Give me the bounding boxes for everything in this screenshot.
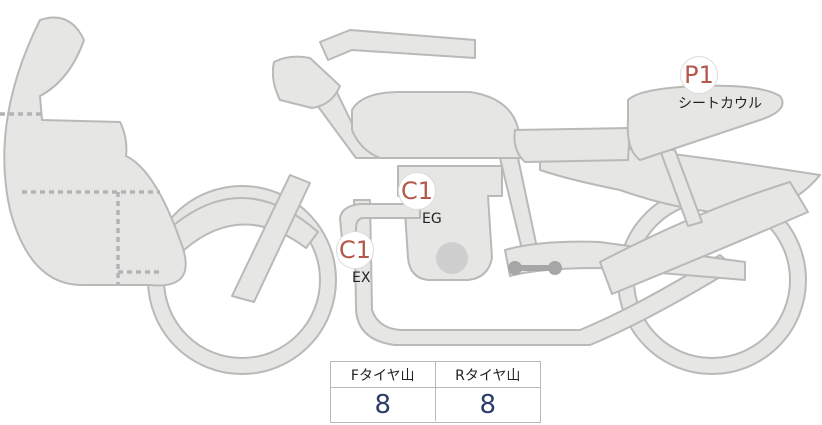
- headlight: [271, 55, 341, 109]
- engine-cover-circle: [436, 242, 468, 274]
- exhaust-label: EX: [352, 270, 371, 286]
- exhaust-marker[interactable]: C1: [336, 231, 374, 269]
- tire-tread-table: Fタイヤ山 Rタイヤ山 8 8: [330, 361, 541, 423]
- front-tire-tread-value: 8: [331, 388, 436, 421]
- exhaust-marker-code: C1: [338, 236, 372, 264]
- front-fork: [231, 174, 311, 303]
- seat-cowl-marker-code: P1: [684, 61, 714, 89]
- engine-label: EG: [422, 211, 442, 227]
- footpeg-right: [548, 261, 562, 275]
- rear-tire-tread-value: 8: [479, 389, 497, 420]
- seat-cowl-marker[interactable]: P1: [680, 56, 718, 94]
- front-fairing: [3, 16, 187, 287]
- footpeg-left: [508, 261, 522, 275]
- front-tire-tread-header: Fタイヤ山: [331, 362, 436, 388]
- muffler: [599, 181, 809, 295]
- engine-marker-code: C1: [400, 177, 434, 205]
- seat: [513, 127, 631, 163]
- engine-marker[interactable]: C1: [398, 172, 436, 210]
- rear-tire-tread-header: Rタイヤ山: [435, 362, 540, 388]
- handlebar: [319, 29, 476, 61]
- fuel-tank: [351, 91, 523, 159]
- seat-cowl-label: シートカウル: [678, 96, 762, 112]
- exhaust-header: [339, 203, 421, 241]
